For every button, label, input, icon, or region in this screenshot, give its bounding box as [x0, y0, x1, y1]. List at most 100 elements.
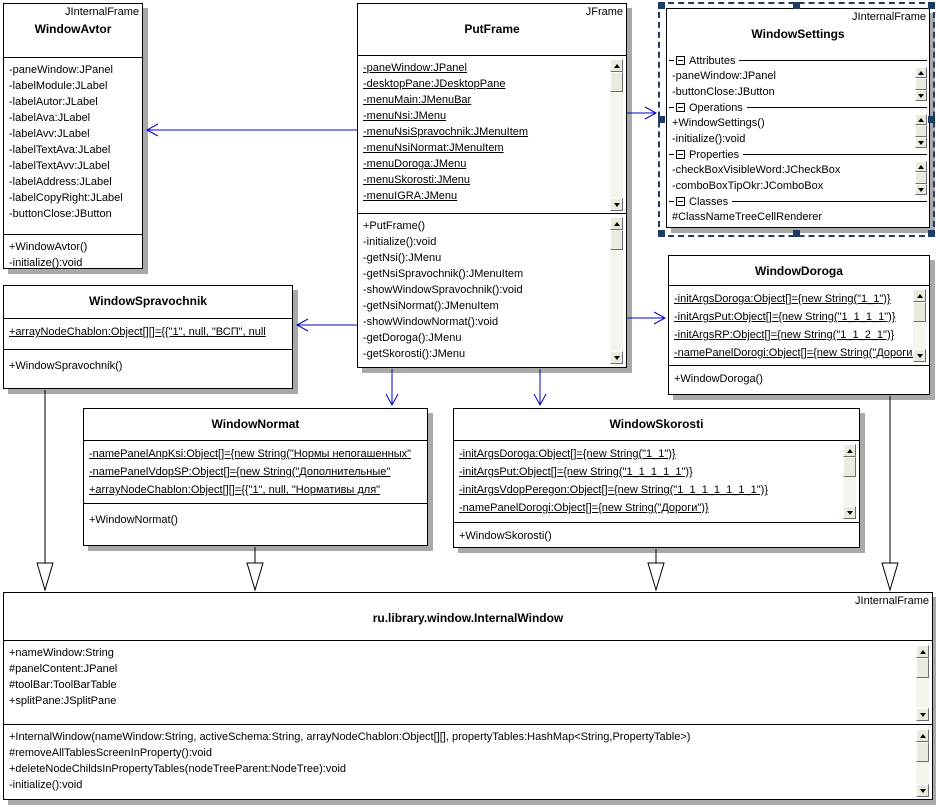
scrollbar-thumb[interactable] — [610, 230, 623, 250]
class-name[interactable]: WindowSettings — [751, 27, 845, 41]
member-row[interactable]: -getDoroga():JMenu — [363, 332, 462, 344]
scrollbar-thumb[interactable] — [916, 658, 929, 678]
scrollbar[interactable] — [915, 67, 927, 101]
scrollbar[interactable] — [916, 645, 929, 721]
member-row[interactable]: -initArgsPut:Object[]={new String("1_1_1… — [674, 311, 896, 323]
member-row[interactable]: -checkBoxVisibleWord:JCheckBox — [672, 164, 841, 176]
member-row[interactable]: -menuIGRA:JMenu — [363, 190, 458, 202]
section-header-properties[interactable]: Properties — [667, 147, 929, 162]
member-row[interactable]: #ClassNameTreeCellRenderer — [672, 211, 822, 223]
member-row[interactable]: #panelContent:JPanel — [9, 663, 118, 675]
class-name[interactable]: PutFrame — [464, 22, 520, 36]
scrollbar-thumb[interactable] — [843, 457, 856, 477]
member-row[interactable]: +deleteNodeChildsInPropertyTables(nodeTr… — [9, 763, 347, 775]
scrollbar-thumb[interactable] — [610, 72, 623, 92]
scroll-up-button[interactable] — [843, 444, 856, 457]
section-header-attributes[interactable]: Attributes — [667, 53, 929, 68]
scroll-up-button[interactable] — [916, 729, 929, 742]
member-row[interactable]: -initArgsRP:Object[]={new String("1_1_2_… — [674, 329, 895, 341]
member-row[interactable]: -menuMain:JMenuBar — [363, 94, 472, 106]
member-row[interactable]: +InternalWindow(nameWindow:String, activ… — [9, 731, 691, 743]
scroll-down-button[interactable] — [610, 198, 623, 211]
member-row[interactable]: #toolBar:ToolBarTable — [9, 679, 117, 691]
member-row[interactable]: -buttonClose:JButton — [672, 86, 775, 98]
scroll-up-button[interactable] — [610, 217, 623, 230]
scroll-down-button[interactable] — [915, 137, 927, 148]
scroll-up-button[interactable] — [913, 289, 926, 302]
scroll-down-button[interactable] — [916, 708, 929, 721]
scrollbar[interactable] — [915, 161, 927, 195]
member-row[interactable]: -labelCopyRight:JLabel — [9, 192, 123, 204]
scrollbar-thumb[interactable] — [915, 125, 927, 137]
member-row[interactable]: -initArgsDoroga:Object[]={new String("1_… — [459, 448, 676, 460]
member-row[interactable]: -namePanelDorogi:Object[]={new String("Д… — [459, 502, 709, 514]
member-row[interactable]: -initialize():void — [363, 236, 437, 248]
member-row[interactable]: +arrayNodeChablon:Object[][]={{"1", null… — [9, 326, 266, 338]
member-row[interactable]: -showWindowNormat():void — [363, 316, 499, 328]
selection-handle[interactable] — [658, 2, 665, 9]
member-row[interactable]: -comboBoxTipOkr:JComboBox — [672, 180, 824, 192]
member-row[interactable]: +splitPane:JSplitPane — [9, 695, 117, 707]
member-row[interactable]: #removeAllTablesScreenInProperty():void — [9, 747, 212, 759]
scrollbar[interactable] — [610, 217, 623, 364]
member-row[interactable]: -labelAddress:JLabel — [9, 176, 112, 188]
member-row[interactable]: -showWindowSpravochnik():void — [363, 284, 523, 296]
scrollbar[interactable] — [843, 444, 856, 519]
section-header-classes[interactable]: Classes — [667, 194, 929, 209]
scrollbar[interactable] — [916, 729, 929, 797]
class-name[interactable]: WindowAvtor — [34, 22, 112, 36]
scroll-down-button[interactable] — [916, 784, 929, 797]
scrollbar-thumb[interactable] — [913, 302, 926, 322]
member-row[interactable]: -menuNsiNormat:JMenuItem — [363, 142, 504, 154]
member-row[interactable]: -labelModule:JLabel — [9, 80, 108, 92]
member-row[interactable]: +arrayNodeChablon:Object[][]={{"1", null… — [89, 484, 381, 496]
scrollbar-thumb[interactable] — [915, 78, 927, 90]
scrollbar[interactable] — [913, 289, 926, 362]
member-row[interactable]: -initArgsPut:Object[]={new String("1_1_1… — [459, 466, 693, 478]
scroll-up-button[interactable] — [915, 114, 927, 125]
member-row[interactable]: -getNsi():JMenu — [363, 252, 442, 264]
member-row[interactable]: -labelAvv:JLabel — [9, 128, 90, 140]
class-name[interactable]: ru.library.window.InternalWindow — [372, 611, 564, 625]
member-row[interactable]: -labelTextAva:JLabel — [9, 144, 111, 156]
scrollbar-thumb[interactable] — [916, 742, 929, 762]
member-row[interactable]: +WindowNormat() — [89, 514, 178, 526]
member-row[interactable]: -getNsiSpravochnik():JMenuItem — [363, 268, 524, 280]
scrollbar[interactable] — [610, 59, 623, 211]
collapse-icon[interactable] — [676, 56, 685, 65]
class-name[interactable]: WindowSpravochnik — [89, 294, 207, 308]
selection-handle[interactable] — [658, 116, 665, 123]
member-row[interactable]: -namePanelDorogi:Object[]={new String("Д… — [674, 347, 924, 359]
member-row[interactable]: -menuSkorosti:JMenu — [363, 174, 470, 186]
selection-handle[interactable] — [658, 230, 665, 237]
member-row[interactable]: +WindowSpravochnik() — [9, 360, 123, 372]
member-row[interactable]: +WindowDoroga() — [674, 373, 763, 385]
member-row[interactable]: +WindowSkorosti() — [459, 530, 552, 542]
scroll-up-button[interactable] — [916, 645, 929, 658]
member-row[interactable]: -labelAva:JLabel — [9, 112, 91, 124]
member-row[interactable]: +WindowAvtor() — [9, 241, 88, 253]
member-row[interactable]: +PutFrame() — [363, 220, 426, 232]
member-row[interactable]: -paneWindow:JPanel — [672, 70, 776, 82]
class-box-windownormat[interactable]: WindowNormat -namePanelAnpKsi:Object[]={… — [83, 408, 428, 546]
scrollbar-thumb[interactable] — [915, 172, 927, 184]
scroll-down-button[interactable] — [915, 184, 927, 195]
member-row[interactable]: -paneWindow:JPanel — [363, 62, 467, 74]
class-box-windowskorosti[interactable]: WindowSkorosti -initArgsDoroga:Object[]=… — [453, 408, 860, 548]
member-row[interactable]: -buttonClose:JButton — [9, 208, 112, 220]
scroll-up-button[interactable] — [915, 67, 927, 78]
scroll-down-button[interactable] — [913, 349, 926, 362]
member-row[interactable]: -namePanelVdopSP:Object[]={new String("Д… — [89, 466, 391, 478]
scroll-up-button[interactable] — [610, 59, 623, 72]
collapse-icon[interactable] — [676, 197, 685, 206]
member-row[interactable]: -menuDoroga:JMenu — [363, 158, 467, 170]
class-box-internalwindow[interactable]: JInternalFrame ru.library.window.Interna… — [3, 592, 933, 800]
member-row[interactable]: -paneWindow:JPanel — [9, 64, 113, 76]
member-row[interactable]: -menuNsi:JMenu — [363, 110, 447, 122]
scroll-down-button[interactable] — [915, 90, 927, 101]
member-row[interactable]: -labelAutor:JLabel — [9, 96, 98, 108]
member-row[interactable]: -labelTextAvv:JLabel — [9, 160, 110, 172]
selection-handle[interactable] — [928, 230, 935, 237]
class-box-windowavtor[interactable]: JInternalFrame WindowAvtor -paneWindow:J… — [3, 3, 143, 269]
class-name[interactable]: WindowSkorosti — [609, 417, 704, 431]
